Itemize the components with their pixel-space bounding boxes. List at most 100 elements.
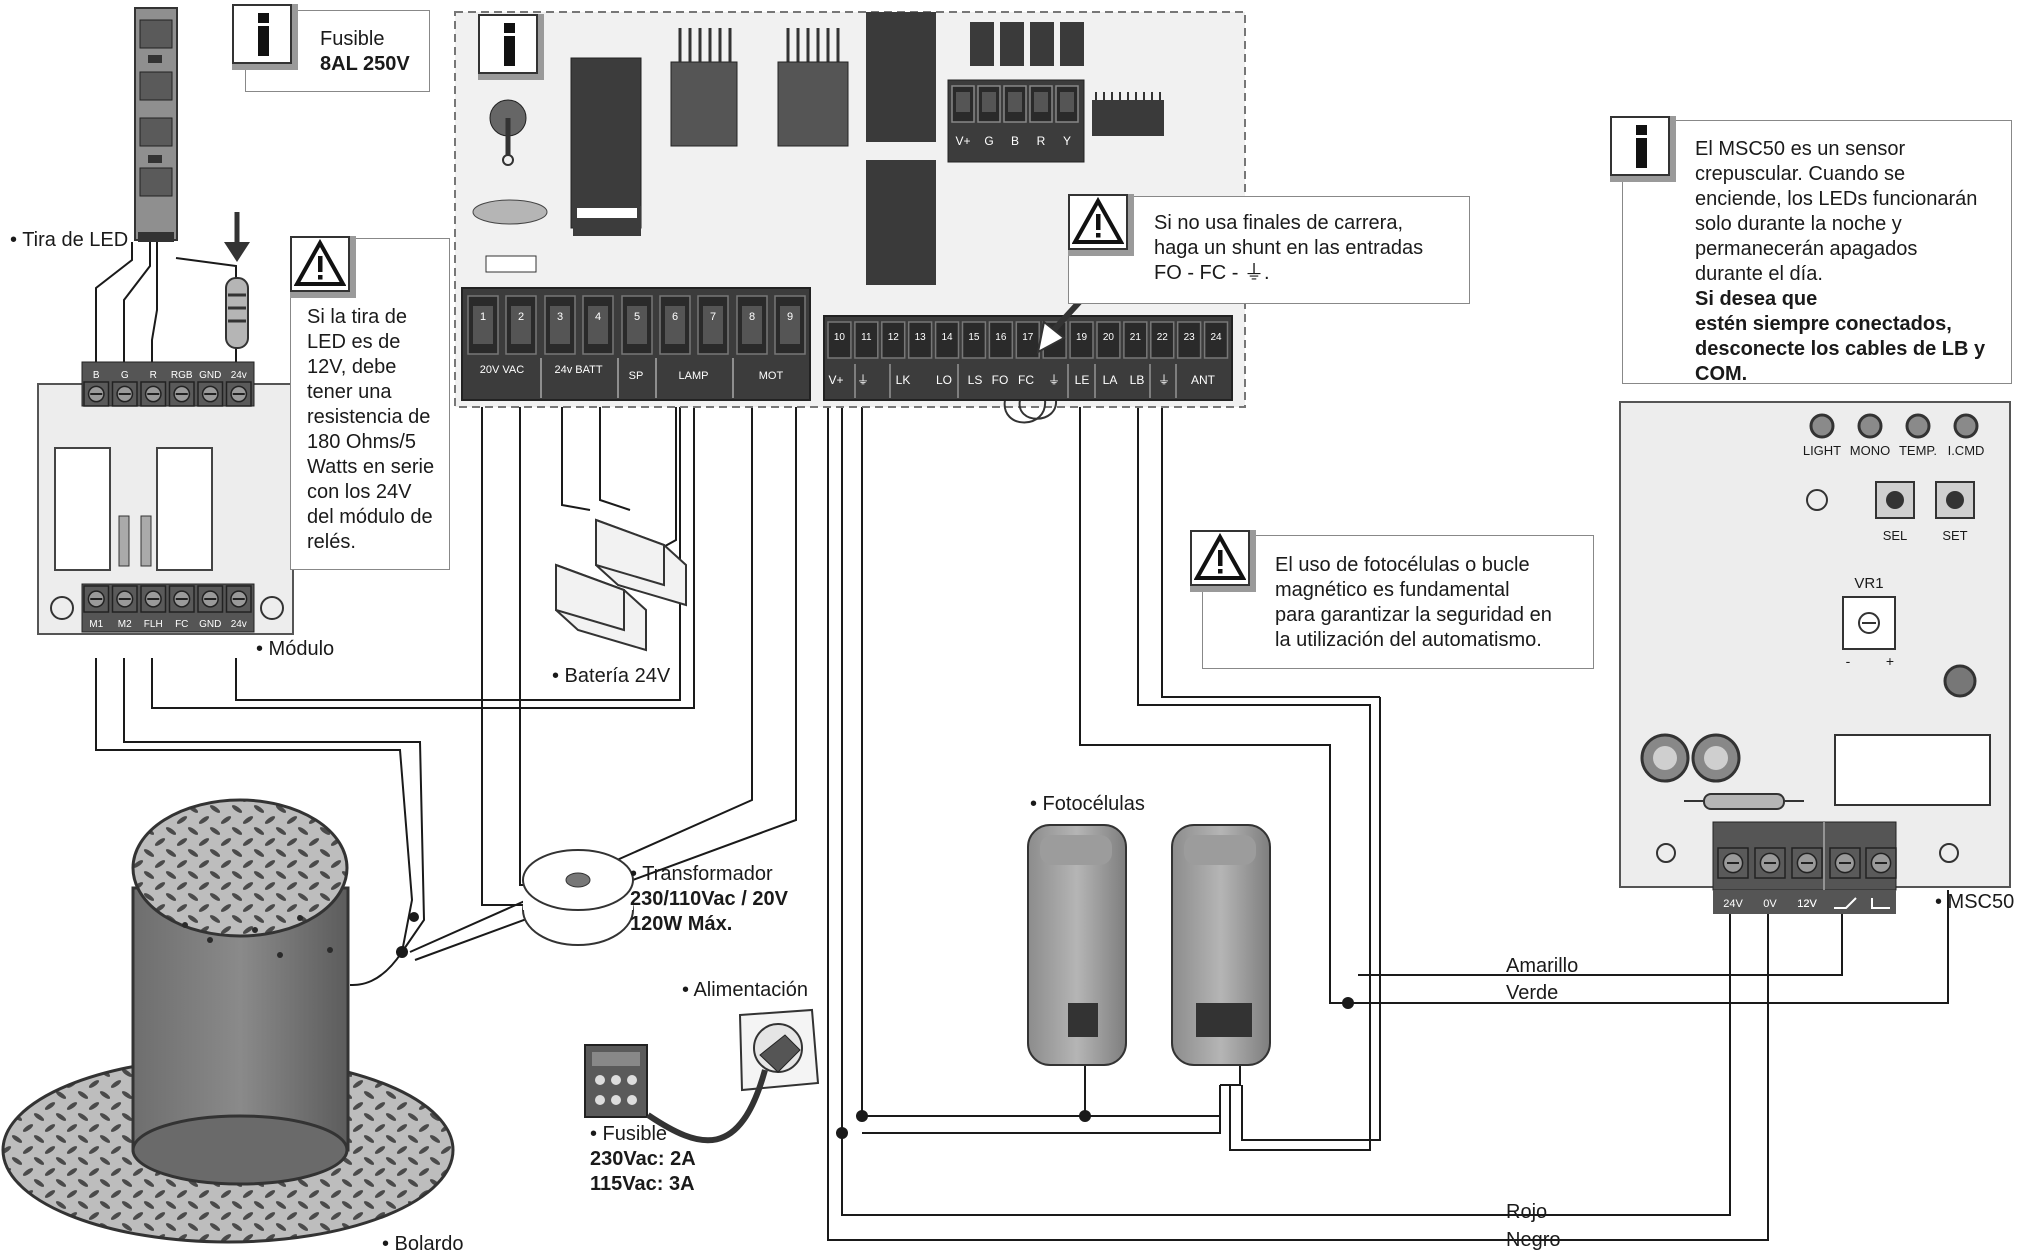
wire-label-amarillo: Amarillo <box>1506 955 1579 977</box>
right-terminal-number: 24 <box>1210 332 1222 343</box>
info-icon <box>1610 116 1676 182</box>
info-icon <box>232 4 298 70</box>
fuse-label: • Fusible 230Vac: 2A 115Vac: 3A <box>590 1122 696 1197</box>
note-line: permanecerán apagados <box>1695 238 1918 260</box>
board-fuse-note-title: Fusible <box>320 28 385 50</box>
note-line: COM. <box>1695 363 1748 385</box>
left-group-label: MOT <box>759 370 784 382</box>
msc50-pot-plus: + <box>1886 653 1894 669</box>
right-terminal-label: FO <box>992 373 1009 387</box>
right-terminal-number: 11 <box>861 332 872 343</box>
shunt-warning-note: Si no usa finales de carrera,haga un shu… <box>1068 196 1470 304</box>
note-line: LED es de <box>307 331 401 353</box>
right-terminal-label: LE <box>1075 373 1090 387</box>
fuse-rating-115: 115Vac: 3A <box>590 1173 695 1195</box>
msc50-terminal <box>1829 847 1861 879</box>
left-terminal-number: 8 <box>749 311 755 323</box>
relay-bottom-terminal-label: M2 <box>118 619 132 630</box>
msc50-terminal-block: LIGHTMONOTEMP.I.CMDSELSETVR1-+24V0V12V24… <box>1713 443 1984 914</box>
transformer-power: 120W Máx. <box>630 913 733 935</box>
left-group-label: LAMP <box>679 370 709 382</box>
right-terminal-number: 12 <box>888 332 900 343</box>
msc50-terminal-label: 24V <box>1723 898 1743 910</box>
msc50-terminal-label: 0V <box>1763 898 1777 910</box>
right-terminal-label: LO <box>936 373 952 387</box>
right-terminal-label: LK <box>896 373 911 387</box>
right-terminal-number: 17 <box>1022 332 1034 343</box>
relay-top-terminal <box>83 381 110 407</box>
relay-top-terminal <box>197 381 224 407</box>
right-terminal-number: 14 <box>941 332 953 343</box>
right-terminal-label: LS <box>968 373 983 387</box>
battery-label: • Batería 24V <box>552 665 671 687</box>
relay-top-terminal-label: B <box>93 370 100 381</box>
left-terminal-number: 2 <box>518 311 524 323</box>
left-group-label: 20V VAC <box>480 364 524 376</box>
right-terminal-label: LA <box>1103 373 1118 387</box>
fuse-rating-230: 230Vac: 2A <box>590 1148 696 1170</box>
power-supply-label: • Alimentación <box>682 979 808 1001</box>
note-line: enciende, los LEDs funcionarán <box>1695 188 1978 210</box>
transformer-title: • Transformador <box>630 863 773 885</box>
msc50-led-label: MONO <box>1850 443 1890 458</box>
left-group-label: SP <box>629 370 644 382</box>
right-terminal-label: FC <box>1018 373 1034 387</box>
note-line: Watts en serie <box>307 456 435 478</box>
bollard-drawing <box>1 798 455 1244</box>
relay-bottom-terminal <box>111 585 138 613</box>
msc50-led-label: I.CMD <box>1948 443 1985 458</box>
relay-bottom-terminal <box>197 585 224 613</box>
right-terminal-number: 13 <box>915 332 927 343</box>
right-terminal-label: LB <box>1130 373 1145 387</box>
left-terminal-number: 5 <box>634 311 640 323</box>
relay-bottom-terminal-label: GND <box>199 619 221 630</box>
relay-top-terminal-label: G <box>121 370 129 381</box>
right-terminal-label: V+ <box>828 373 843 387</box>
msc50-label: • MSC50 <box>1935 891 2015 913</box>
transformer-label: • Transformador 230/110Vac / 20V 120W Má… <box>630 862 788 937</box>
msc50-led-label: TEMP. <box>1899 443 1937 458</box>
msc50-pot-minus: - <box>1846 653 1851 669</box>
relay-top-terminal-label: R <box>150 370 157 381</box>
rgb-terminal-label: V+ <box>955 134 970 148</box>
right-terminal-number: 23 <box>1184 332 1196 343</box>
note-line: resistencia de <box>307 406 431 428</box>
board-fuse-note-rating: 8AL 250V <box>320 53 410 75</box>
fuse-holder-drawing <box>584 1044 648 1118</box>
transformer-drawing <box>522 849 634 946</box>
relay-top-terminal <box>168 381 195 407</box>
note-line: estén siempre conectados, <box>1695 313 1952 335</box>
battery-drawing <box>555 518 687 652</box>
warning-icon <box>1190 530 1256 592</box>
right-terminal-number: 10 <box>834 332 846 343</box>
right-terminal-number: 20 <box>1103 332 1115 343</box>
photocells-label: • Fotocélulas <box>1030 793 1145 815</box>
wall-socket-drawing <box>646 1008 820 1144</box>
note-line: tener una <box>307 381 392 403</box>
fuse-title: • Fusible <box>590 1123 668 1145</box>
rgb-terminal-label: R <box>1037 134 1046 148</box>
transformer-voltage: 230/110Vac / 20V <box>630 888 788 910</box>
wire-label-rojo: Rojo <box>1506 1201 1548 1223</box>
note-line: desconecte los cables de LB y <box>1695 338 1986 360</box>
left-terminal-number: 1 <box>480 311 486 323</box>
note-line: FO - FC - ⏚. <box>1154 262 1270 284</box>
wire-label-verde: Verde <box>1506 982 1559 1004</box>
relay-top-terminal <box>140 381 167 407</box>
right-terminal-label: ANT <box>1191 373 1216 387</box>
relay-bottom-terminal <box>225 585 252 613</box>
msc50-terminal <box>1791 847 1823 879</box>
led-strip-drawing <box>134 7 178 242</box>
note-line: magnético es fundamental <box>1275 579 1510 601</box>
relay-bottom-terminal-label: FC <box>175 619 188 630</box>
warning-icon <box>1068 194 1134 256</box>
rgb-terminal-label: Y <box>1063 134 1071 148</box>
right-terminal-number: 22 <box>1157 332 1169 343</box>
